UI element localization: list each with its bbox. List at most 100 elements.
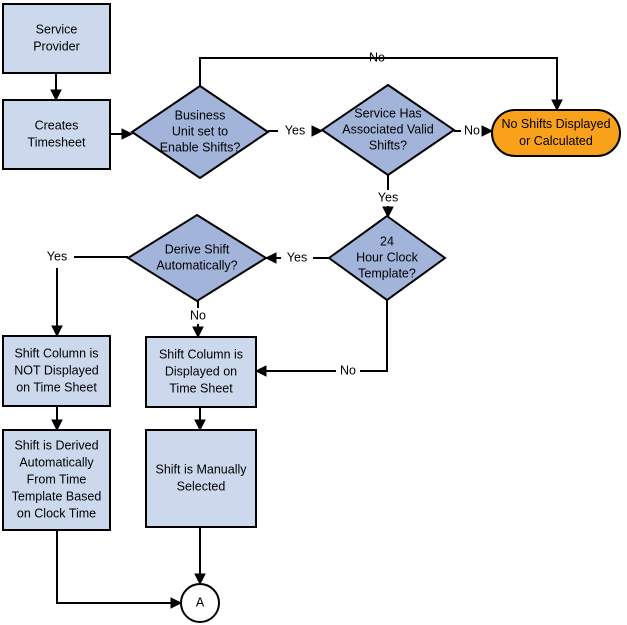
node-text-shift-derived-automatically-line: Shift is Derived bbox=[14, 438, 98, 452]
edge-e-derive-yes bbox=[51, 256, 128, 338]
node-text-shift-derived-automatically-line: Automatically bbox=[19, 455, 94, 469]
arrowhead-icon bbox=[194, 573, 206, 586]
node-connector-a[interactable]: A bbox=[180, 583, 220, 623]
edge-e-business-unit-yes bbox=[268, 125, 324, 137]
node-shift-column-displayed[interactable]: Shift Column is Displayed on Time Sheet bbox=[145, 336, 257, 408]
node-text-service-has-associated-valid-shifts-line: Shifts? bbox=[369, 138, 407, 152]
process-shape[interactable] bbox=[145, 429, 257, 528]
arrowhead-icon bbox=[51, 325, 63, 338]
terminator-shape[interactable] bbox=[491, 109, 621, 157]
connector-shape[interactable] bbox=[180, 583, 220, 623]
node-text-service-provider-line: Service bbox=[36, 22, 78, 36]
decision-shape[interactable] bbox=[126, 213, 268, 303]
arrowhead-icon bbox=[170, 597, 183, 609]
edge-e-provider-to-timesheet bbox=[50, 73, 62, 102]
edge-line bbox=[199, 57, 558, 105]
edge-label-e-derive-yes: Yes bbox=[47, 249, 67, 263]
edge-label-e-clock-template-yes: Yes bbox=[287, 250, 307, 264]
node-text-creates-timesheet-line: Timesheet bbox=[28, 135, 86, 149]
process-shape[interactable] bbox=[145, 336, 257, 408]
process-shape[interactable] bbox=[2, 335, 111, 407]
node-no-shifts-displayed-or-calculated[interactable]: No Shifts Displayed or Calculated bbox=[491, 109, 621, 157]
node-text-derive-shift-automatically-line: Derive Shift bbox=[165, 242, 230, 256]
node-shift-column-not-displayed[interactable]: Shift Column is NOT Displayed on Time Shee… bbox=[2, 335, 111, 407]
arrowhead-icon bbox=[194, 419, 206, 432]
node-text-shift-derived-automatically-line: on Clock Time bbox=[17, 506, 96, 520]
node-text-shift-column-not-displayed: Shift Column is NOT Displayed on Time Shee… bbox=[14, 346, 99, 394]
edge-line bbox=[56, 530, 175, 604]
node-text-business-unit-set-to-enable-shifts-line: Unit set to bbox=[172, 124, 228, 138]
edge-label-e-derive-no: No bbox=[190, 308, 206, 322]
node-text-24-hour-clock-template-line: 24 bbox=[380, 234, 394, 248]
edge-e-derive-no bbox=[192, 301, 204, 339]
connector-label: A bbox=[196, 595, 205, 609]
decision-shape[interactable] bbox=[130, 84, 270, 180]
node-text-shift-column-displayed: Shift Column is Displayed on Time Sheet bbox=[159, 347, 243, 395]
node-text-shift-derived-automatically-line: From Time bbox=[27, 472, 87, 486]
arrowhead-icon bbox=[51, 419, 63, 432]
edge-e-service-shifts-no bbox=[454, 125, 494, 137]
node-text-24-hour-clock-template-line: Hour Clock bbox=[356, 250, 419, 264]
edge-line bbox=[56, 256, 128, 331]
edge-e-manual-to-connector bbox=[194, 527, 206, 586]
edge-e-timesheet-to-business-unit bbox=[110, 128, 134, 140]
node-text-shift-column-displayed-line: Shift Column is bbox=[159, 347, 243, 361]
edge-e-notdisplayed-to-derived bbox=[51, 406, 63, 432]
node-text-24-hour-clock-template-line: Template? bbox=[358, 266, 416, 280]
edge-label-e-business-unit-no: No bbox=[369, 50, 385, 64]
decision-shape[interactable] bbox=[320, 83, 456, 177]
decision-shape[interactable] bbox=[327, 214, 447, 302]
arrowhead-icon bbox=[50, 89, 62, 102]
node-text-service-provider-line: Provider bbox=[33, 39, 80, 53]
edge-label-e-business-unit-yes: Yes bbox=[285, 123, 305, 137]
arrowhead-icon bbox=[264, 252, 277, 264]
edge-e-derived-to-connector bbox=[56, 530, 183, 609]
node-text-business-unit-set-to-enable-shifts-line: Enable Shifts? bbox=[160, 140, 241, 154]
node-text-no-shifts-displayed-or-calculated-line: No Shifts Displayed bbox=[501, 117, 610, 131]
edge-e-service-shifts-yes bbox=[382, 175, 394, 219]
node-text-shift-derived-automatically-line: Template Based bbox=[12, 489, 102, 503]
node-text-no-shifts-displayed-or-calculated-line: or Calculated bbox=[519, 134, 593, 148]
edge-label-e-clock-template-no: No bbox=[340, 363, 356, 377]
node-text-shift-manually-selected-line: Selected bbox=[177, 479, 226, 493]
edge-e-clock-template-yes bbox=[264, 252, 329, 264]
node-text-shift-column-displayed-line: Time Sheet bbox=[169, 381, 233, 395]
process-shape[interactable] bbox=[2, 3, 111, 74]
node-text-shift-column-not-displayed-line: on Time Sheet bbox=[16, 380, 97, 394]
node-text-shift-column-not-displayed-line: Shift Column is bbox=[14, 346, 98, 360]
node-text-shift-column-not-displayed-line: NOT Displayed bbox=[14, 363, 99, 377]
edge-e-business-unit-no bbox=[199, 57, 563, 112]
edge-e-clock-template-no bbox=[254, 300, 388, 377]
node-text-no-shifts-displayed-or-calculated: No Shifts Displayed or Calculated bbox=[501, 117, 610, 148]
node-text-service-has-associated-valid-shifts-line: Service Has bbox=[354, 106, 421, 120]
node-text-business-unit-set-to-enable-shifts-line: Business bbox=[175, 108, 226, 122]
arrowhead-icon bbox=[121, 128, 134, 140]
process-shape[interactable] bbox=[2, 429, 111, 531]
arrowhead-icon bbox=[254, 365, 267, 377]
node-text-shift-manually-selected-line: Shift is Manually bbox=[155, 462, 247, 476]
process-shape[interactable] bbox=[2, 99, 111, 170]
arrowhead-icon bbox=[382, 206, 394, 219]
edges-layer bbox=[50, 57, 563, 609]
node-text-shift-column-displayed-line: Displayed on bbox=[165, 364, 237, 378]
node-text-service-has-associated-valid-shifts-line: Associated Valid bbox=[342, 122, 434, 136]
arrowhead-icon bbox=[481, 125, 494, 137]
node-text-derive-shift-automatically-line: Automatically? bbox=[156, 258, 237, 272]
